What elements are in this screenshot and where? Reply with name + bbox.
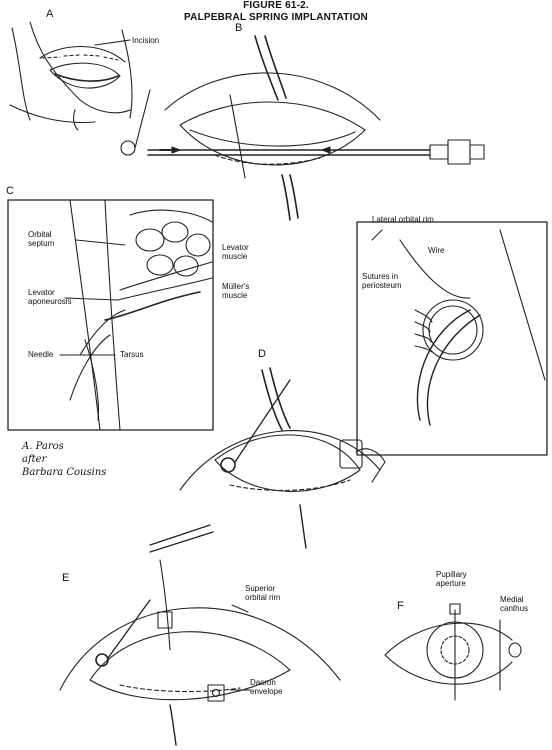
label-tarsus: Tarsus xyxy=(120,350,144,359)
panel-e-drawing xyxy=(60,525,340,745)
label-mullers-muscle: Müller's muscle xyxy=(222,282,250,300)
figure-subtitle: PALPEBRAL SPRING IMPLANTATION xyxy=(184,12,368,23)
panel-letter-f: F xyxy=(397,600,404,612)
label-levator-aponeurosis: Levator aponeurosis xyxy=(28,288,72,306)
figure-title: FIGURE 61-2. xyxy=(243,0,309,11)
label-lateral-orbital-rim: Lateral orbital rim xyxy=(372,215,434,224)
panel-f-drawing xyxy=(385,604,521,700)
label-levator-muscle: Levator muscle xyxy=(222,243,249,261)
panel-letter-a: A xyxy=(46,8,54,20)
label-pupillary-aperture: Pupillary aperture xyxy=(436,570,467,588)
lateral-panel-drawing xyxy=(357,222,547,455)
label-incision: Incision xyxy=(132,36,160,45)
label-medial-canthus: Medial canthus xyxy=(500,595,529,613)
label-dacron-envelope: Dacron envelope xyxy=(250,678,283,696)
panel-letter-d: D xyxy=(258,348,266,360)
label-wire: Wire xyxy=(428,246,445,255)
label-superior-orbital-rim: Superior orbital rim xyxy=(245,584,281,602)
label-sutures-in-periosteum: Sutures in periosteum xyxy=(362,272,402,290)
artist-signature: A. Paros after Barbara Cousins xyxy=(22,441,107,478)
panel-d-drawing xyxy=(180,368,385,548)
panel-letter-e: E xyxy=(62,572,70,584)
label-needle: Needle xyxy=(28,350,54,359)
panel-letter-c: C xyxy=(6,185,14,197)
panel-letter-b: B xyxy=(235,22,243,34)
panel-b-drawing xyxy=(121,36,484,220)
figure-header: FIGURE 61-2. PALPEBRAL SPRING IMPLANTATI… xyxy=(0,0,552,24)
panel-a-drawing xyxy=(10,22,132,130)
label-orbital-septum: Orbital septum xyxy=(28,230,55,248)
panel-c-drawing xyxy=(8,200,213,430)
incision-leader xyxy=(95,40,130,45)
